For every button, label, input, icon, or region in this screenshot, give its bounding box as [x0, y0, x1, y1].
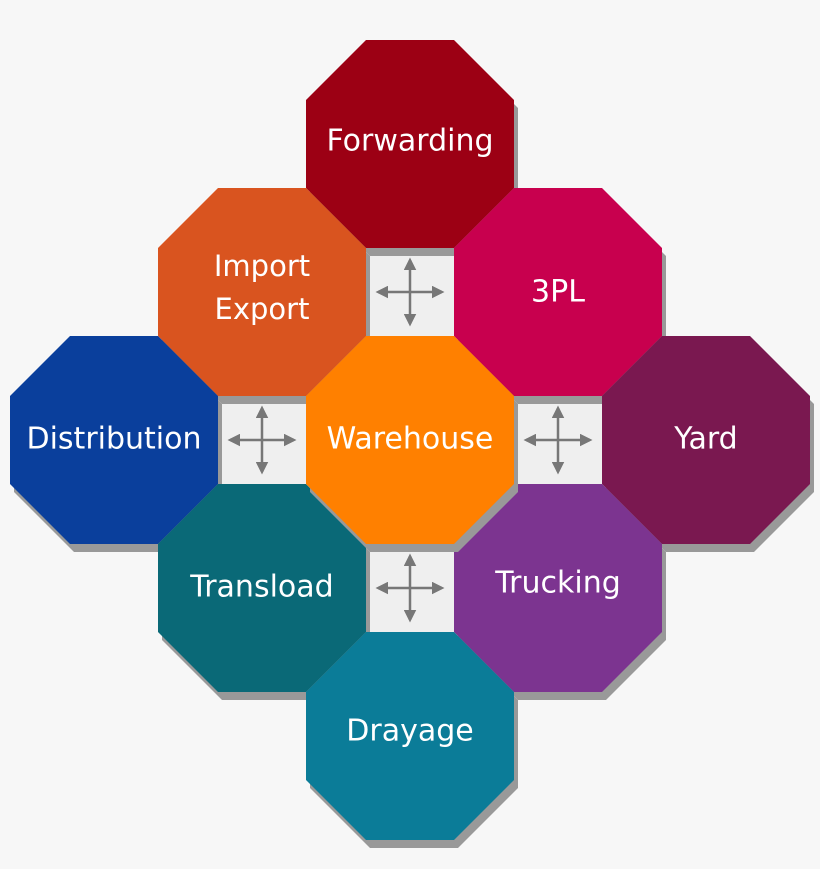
octagon-trucking [454, 484, 662, 692]
octagon-distribution [10, 336, 218, 544]
node-label-yard: Yard [673, 422, 737, 457]
node-label-3pl: 3PL [531, 275, 585, 310]
node-label-warehouse: Warehouse [327, 422, 494, 457]
four-way-arrow-icon-right [523, 405, 593, 475]
octagon-drayage [306, 632, 514, 840]
octagon-forwarding [306, 40, 514, 248]
labels: Forwarding Import Export 3PL Distributio… [26, 124, 737, 749]
node-label-distribution: Distribution [26, 422, 201, 457]
node-label-drayage: Drayage [346, 714, 473, 749]
connector-arrows [227, 257, 593, 623]
octagon-warehouse [306, 336, 514, 544]
four-way-arrow-icon-bottom [375, 553, 445, 623]
node-label-forwarding: Forwarding [326, 124, 493, 159]
node-label-trucking: Trucking [494, 566, 621, 601]
four-way-arrow-icon-top [375, 257, 445, 327]
four-way-arrow-icon-left [227, 405, 297, 475]
node-label-transload: Transload [189, 570, 333, 605]
octagon-transload [158, 484, 366, 692]
octagon-threepl [454, 188, 662, 396]
octagon-import_export [158, 188, 366, 396]
node-label-export: Export [215, 292, 310, 326]
node-label-import: Import [214, 249, 310, 283]
octagon-yard [602, 336, 810, 544]
